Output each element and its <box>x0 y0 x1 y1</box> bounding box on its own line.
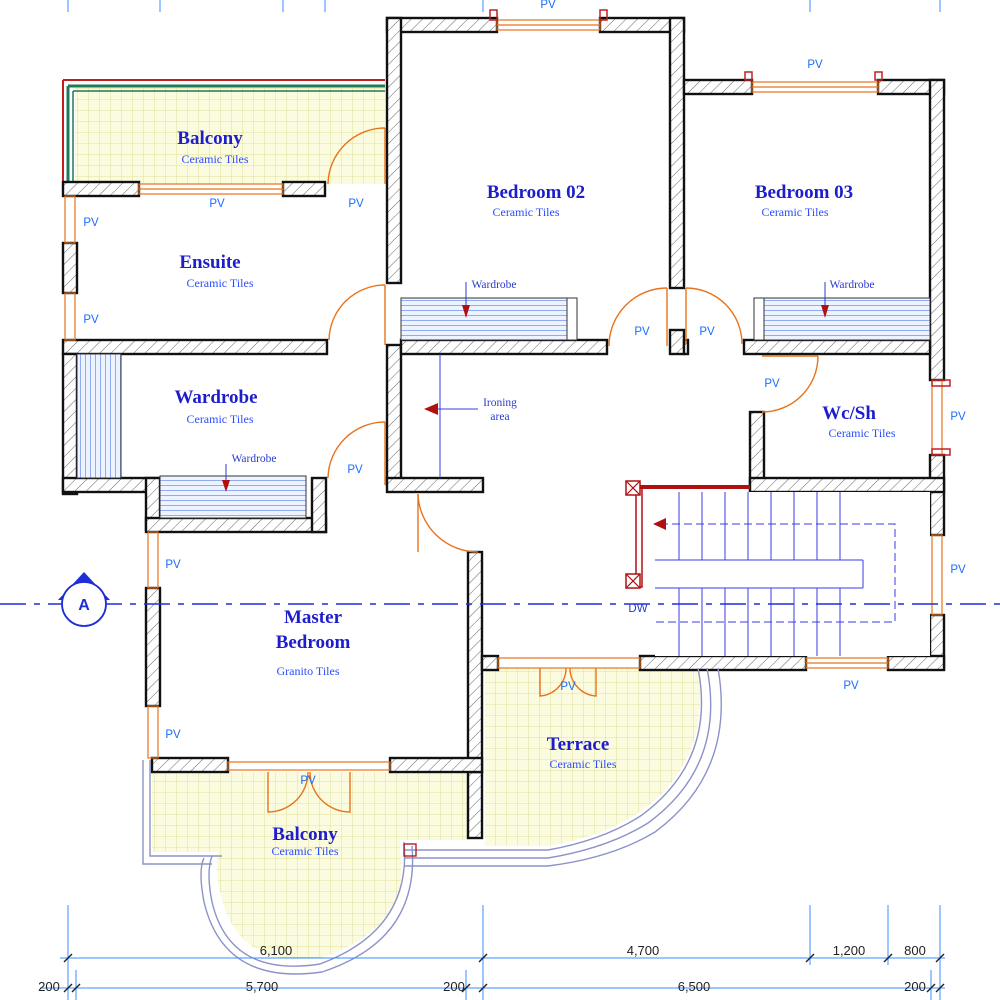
balcony-bottom-railing <box>142 760 414 975</box>
doors <box>267 127 819 813</box>
dim-6100: 6,100 <box>260 943 293 958</box>
staircase <box>655 492 930 656</box>
dimension-lines <box>40 905 945 1000</box>
wardrobes <box>76 297 931 519</box>
pv-label: PV <box>699 326 715 338</box>
pv-label: PV <box>764 378 780 390</box>
pv-label: PV <box>348 198 364 210</box>
window-jambs <box>489 9 951 456</box>
wardrobe-label-b02: Wardrobe <box>471 279 516 291</box>
terrace-name: Terrace <box>547 734 610 755</box>
ensuite-name: Ensuite <box>179 252 240 273</box>
master-name-line1: Master <box>284 607 343 628</box>
dim-6500: 6,500 <box>678 979 711 994</box>
stair-arrow <box>625 480 750 589</box>
bedroom03-floor: Ceramic Tiles <box>761 205 828 219</box>
balcony-bottom-tiles <box>152 772 470 960</box>
pv-labels: PV PV PV PV PV PV PV PV PV PV PV PV PV P… <box>83 0 966 787</box>
bedroom02-name: Bedroom 02 <box>487 182 585 203</box>
dim-200-c: 200 <box>904 979 926 994</box>
section-marker-label: A <box>78 597 90 614</box>
wcsh-name: Wc/Sh <box>822 403 876 424</box>
balcony-top-edge <box>62 79 385 184</box>
pv-label: PV <box>300 775 316 787</box>
top-gridlines <box>67 0 941 12</box>
balcony-bottom-name: Balcony <box>272 824 338 845</box>
wcsh-floor: Ceramic Tiles <box>828 426 895 440</box>
pv-label: PV <box>843 680 859 692</box>
pv-label: PV <box>634 326 650 338</box>
railing-post <box>403 843 417 857</box>
ironing-marker <box>424 354 478 478</box>
section-marker <box>58 572 110 627</box>
ensuite-floor: Ceramic Tiles <box>186 276 253 290</box>
terrace-railing <box>404 667 722 867</box>
master-name-line2: Bedroom <box>276 632 351 653</box>
pv-label: PV <box>165 729 181 741</box>
pv-label: PV <box>950 564 966 576</box>
balcony-top-name: Balcony <box>177 128 243 149</box>
wardrobe-room-floor: Ceramic Tiles <box>186 412 253 426</box>
balcony-top-floor: Ceramic Tiles <box>181 152 248 166</box>
pv-label: PV <box>83 217 99 229</box>
bedroom03-name: Bedroom 03 <box>755 182 853 203</box>
balcony-top-tiles <box>75 88 385 184</box>
dim-200-a: 200 <box>38 979 60 994</box>
pv-label: PV <box>807 59 823 71</box>
master-floor: Granito Tiles <box>276 664 339 678</box>
dim-5700: 5,700 <box>246 979 279 994</box>
pv-label: PV <box>83 314 99 326</box>
terrace-floor: Ceramic Tiles <box>549 757 616 771</box>
dimension-ticks <box>63 953 945 993</box>
pv-label: PV <box>347 464 363 476</box>
terrace-tiles <box>485 668 701 846</box>
dim-1200: 1,200 <box>833 943 866 958</box>
pv-label: PV <box>950 411 966 423</box>
bedroom02-floor: Ceramic Tiles <box>492 205 559 219</box>
dim-200-b: 200 <box>443 979 465 994</box>
pv-label: PV <box>540 0 556 11</box>
ironing-label-1: Ironing <box>483 397 517 409</box>
pv-label: PV <box>209 198 225 210</box>
dim-4700: 4,700 <box>627 943 660 958</box>
pv-label: PV <box>560 681 576 693</box>
wardrobe-label-master: Wardrobe <box>231 453 276 465</box>
pv-label: PV <box>165 559 181 571</box>
ironing-label-2: area <box>490 411 509 423</box>
wardrobe-arrowheads <box>222 305 829 492</box>
wardrobe-room-name: Wardrobe <box>174 387 257 408</box>
wardrobe-label-b03: Wardrobe <box>829 279 874 291</box>
windows <box>64 19 943 771</box>
dw-label: DW <box>628 603 647 615</box>
balcony-bottom-floor: Ceramic Tiles <box>271 844 338 858</box>
dim-800: 800 <box>904 943 926 958</box>
